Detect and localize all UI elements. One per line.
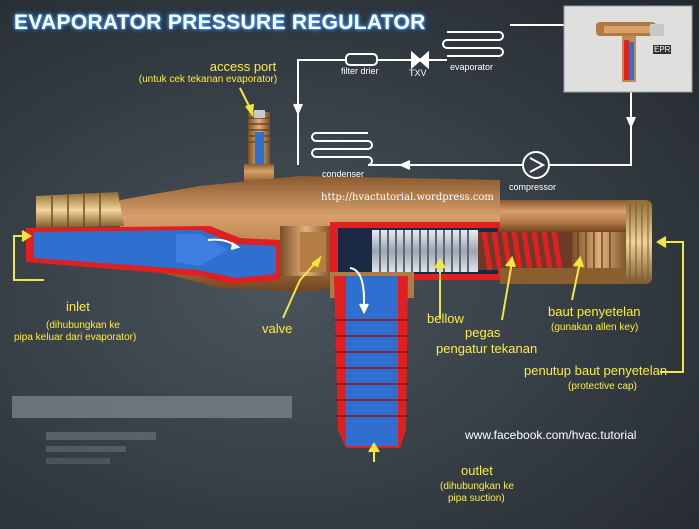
valve-callout	[282, 259, 319, 319]
epr-inset-photo	[563, 5, 693, 93]
watermark-url: http://hvactutorial.wordpress.com	[321, 192, 494, 203]
inlet-label: inlet	[66, 299, 90, 314]
pressure-spring	[478, 231, 572, 271]
inlet-callout	[13, 235, 44, 281]
evaporator-label: evaporator	[450, 62, 494, 72]
evaporator-coil	[442, 31, 504, 57]
adjusting-screw-callout	[571, 261, 581, 301]
facebook-link: www.facebook.com/hvac.tutorial	[465, 428, 637, 442]
condenser-coil	[311, 132, 373, 166]
flow-arrows	[207, 238, 369, 315]
compressor-symbol	[522, 151, 550, 179]
txv-label: TXV	[409, 68, 427, 78]
filter-drier-label: filter drier	[341, 66, 379, 76]
txv-symbol	[411, 50, 429, 70]
protective-cap-label: penutup baut penyetelan	[524, 363, 668, 378]
flow-arrow-down-icon	[293, 103, 303, 116]
inlet-note-2: pipa keluar dari evaporator)	[14, 332, 137, 343]
adjusting-screw-label: baut penyetelan	[548, 304, 641, 319]
outlet-note-1: (dihubungkan ke	[440, 481, 514, 492]
blurred-region	[12, 396, 292, 464]
compressor-arrow-icon	[529, 157, 546, 173]
spring-label-2: pengatur tekanan	[436, 341, 538, 356]
cap-callout	[660, 241, 684, 373]
refrigeration-schematic	[293, 24, 636, 179]
liquid-line	[297, 59, 346, 165]
epr-label: EPR	[653, 45, 672, 54]
flow-arrow-left-icon	[398, 160, 411, 170]
access-port-note: (untuk cek tekanan evaporator)	[138, 74, 278, 85]
regulator-body	[26, 176, 652, 292]
adjusting-screw-note: (gunakan allen key)	[551, 322, 639, 333]
spring-callout	[501, 261, 513, 321]
epr-to-compressor-line	[550, 90, 632, 166]
page-title: EVAPORATOR PRESSURE REGULATOR	[14, 11, 426, 34]
filter-drier-symbol	[345, 53, 378, 66]
bellow-element	[372, 230, 478, 272]
outlet-label: outlet	[461, 463, 493, 478]
compressor-label: compressor	[509, 182, 557, 192]
condenser-label: condenser	[322, 169, 365, 179]
protective-cap-note: (protective cap)	[568, 381, 637, 392]
callout-lines	[13, 87, 684, 462]
spring-label-1: pegas	[465, 325, 501, 340]
flow-arrow-down-right-icon	[626, 116, 636, 129]
inlet-note-1: (dihubungkan ke	[46, 320, 120, 331]
access-port	[244, 110, 274, 184]
outlet-pipe	[330, 272, 414, 448]
outlet-note-2: pipa suction)	[448, 493, 505, 504]
bellow-label: bellow	[427, 311, 464, 326]
access-port-label: access port	[209, 59, 277, 74]
valve-label: valve	[262, 321, 293, 336]
